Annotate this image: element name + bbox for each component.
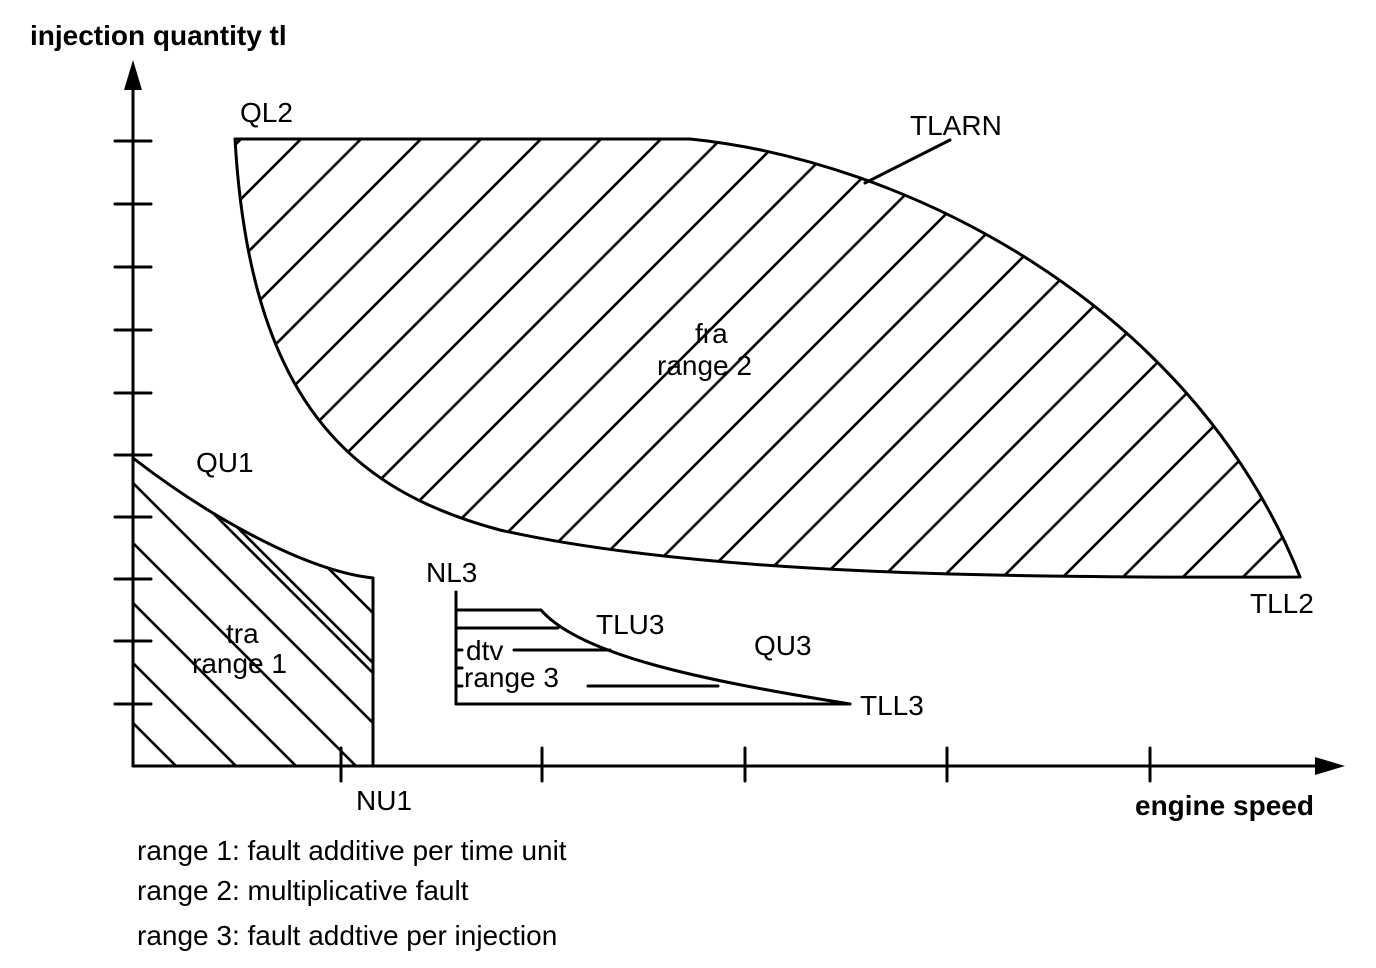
range-2-region xyxy=(233,137,1302,579)
label-qu3: QU3 xyxy=(754,630,812,661)
x-axis-arrow-icon xyxy=(1315,757,1345,775)
range-2-hatching xyxy=(235,139,1300,578)
label-tll3: TLL3 xyxy=(860,690,924,721)
x-axis-ticks xyxy=(339,746,1152,783)
range-3-region xyxy=(454,590,852,706)
y-axis-arrow-icon xyxy=(124,60,142,90)
y-axis-title: injection quantity tl xyxy=(30,20,287,51)
legend-line-range-1: range 1: fault additive per time unit xyxy=(137,835,567,866)
tlarn-leader-line xyxy=(863,138,952,185)
y-axis-ticks xyxy=(113,139,153,706)
label-tra: tra xyxy=(226,618,259,649)
label-range-3: range 3 xyxy=(464,662,559,693)
legend: range 1: fault additive per time unit ra… xyxy=(137,835,567,951)
label-tll2: TLL2 xyxy=(1250,588,1314,619)
legend-line-range-3: range 3: fault addtive per injection xyxy=(137,920,557,951)
label-qu1: QU1 xyxy=(196,447,254,478)
legend-line-range-2: range 2: multiplicative fault xyxy=(137,875,469,906)
range-1-boundary xyxy=(131,456,375,768)
x-axis xyxy=(131,746,1345,783)
range-2-boundary xyxy=(233,137,1302,579)
x-axis-title: engine speed xyxy=(1135,790,1314,821)
label-range-2: range 2 xyxy=(657,350,752,381)
y-axis xyxy=(113,60,153,768)
label-ql2: QL2 xyxy=(240,97,293,128)
tlu3-curve xyxy=(454,608,852,706)
label-range-1: range 1 xyxy=(192,648,287,679)
label-fra: fra xyxy=(695,318,728,349)
label-tlu3: TLU3 xyxy=(596,609,664,640)
label-tlarn: TLARN xyxy=(910,110,1002,141)
label-nl3: NL3 xyxy=(426,557,477,588)
label-nu1: NU1 xyxy=(356,785,412,816)
label-dtv: dtv xyxy=(466,635,503,666)
